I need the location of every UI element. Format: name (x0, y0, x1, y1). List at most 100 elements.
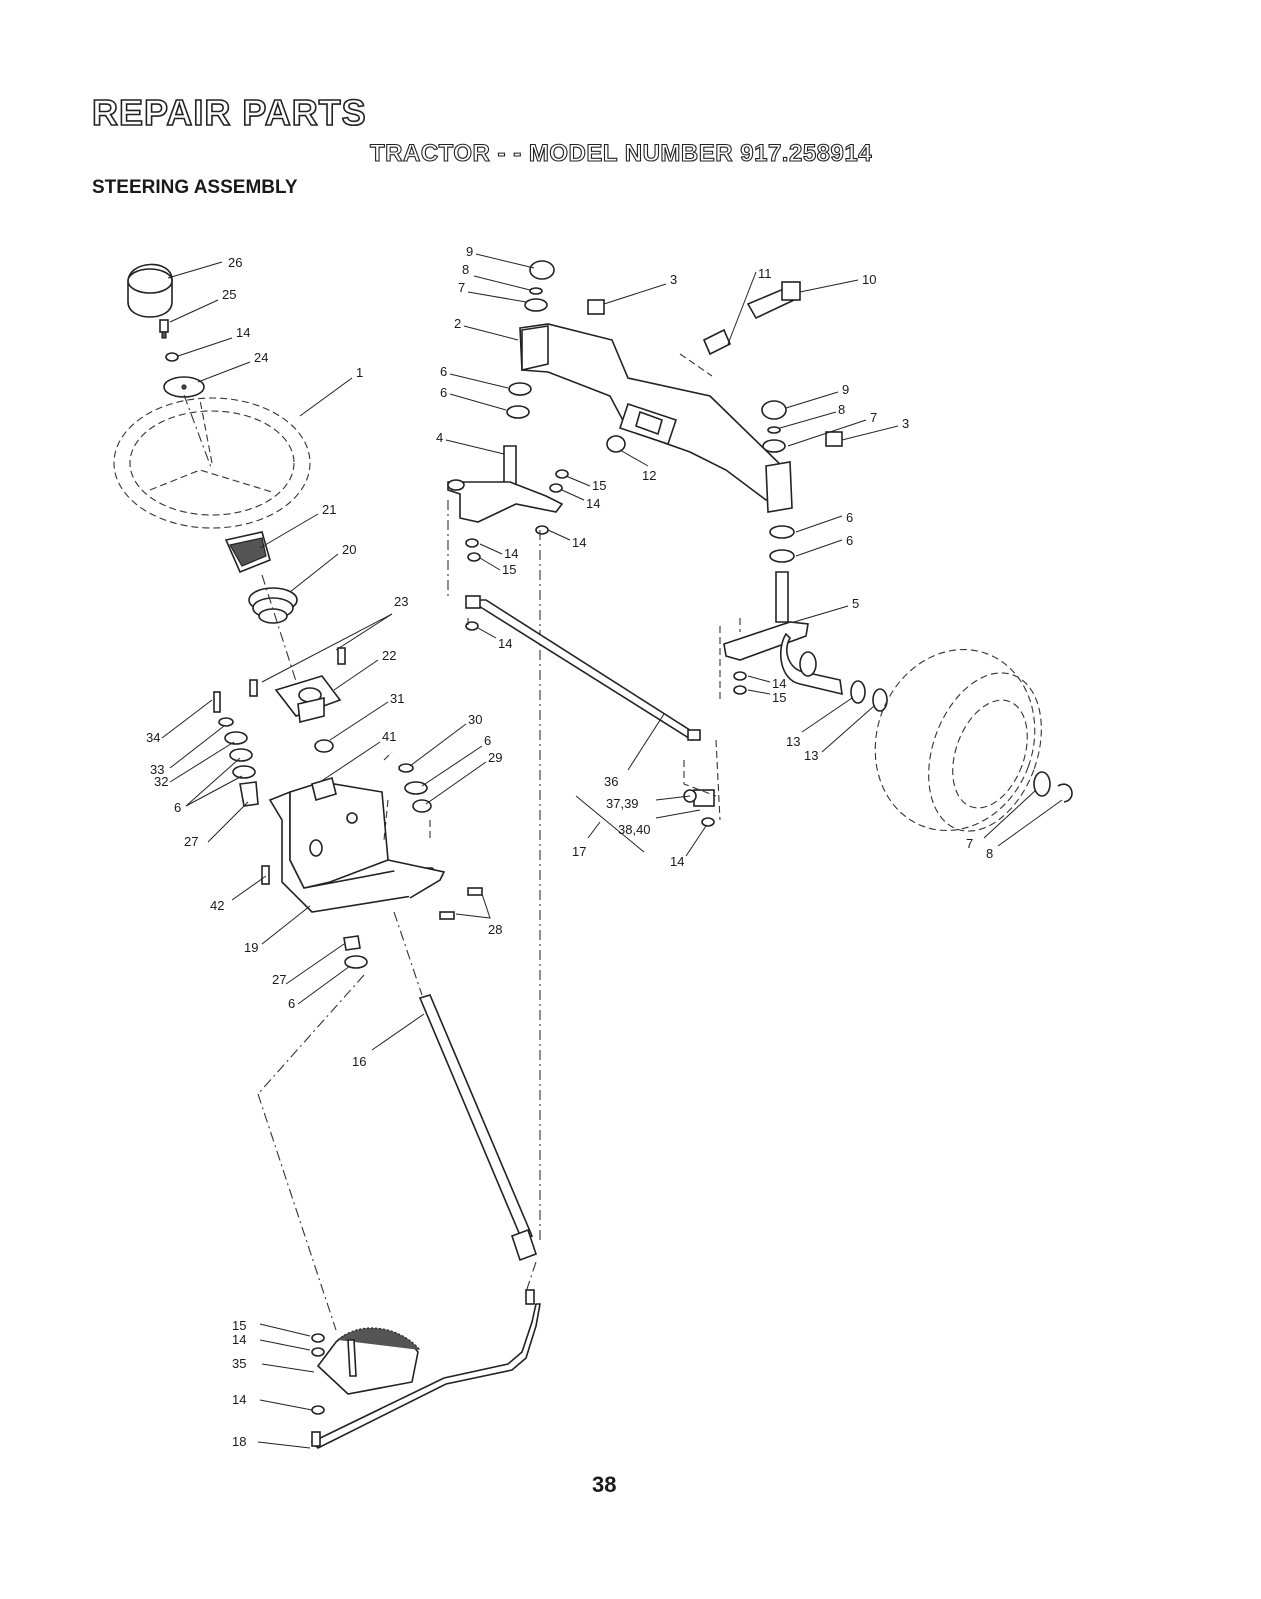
left-spindle-part (448, 446, 562, 522)
washer-part (225, 732, 247, 744)
washer-part (1034, 772, 1050, 796)
callout-22: 22 (382, 648, 396, 663)
steering-wheel-part (114, 395, 310, 528)
page-number: 38 (592, 1472, 616, 1498)
lock-washer-part (166, 353, 178, 361)
callout-8-right: 8 (838, 402, 845, 417)
callout-41: 41 (382, 729, 396, 744)
washer-part (873, 689, 887, 711)
callout-23: 23 (394, 594, 408, 609)
bolt-part (214, 692, 220, 712)
lock-washer-part (702, 818, 714, 826)
bushing-part (230, 749, 252, 761)
callout-30: 30 (468, 712, 482, 727)
nut-part (607, 436, 625, 452)
callout-37-39: 37,39 (606, 796, 639, 811)
bolt-part (338, 648, 345, 664)
lock-washer-part (312, 1406, 324, 1414)
sector-gear-part (318, 1328, 420, 1394)
callout-14-tierod: 14 (498, 636, 512, 651)
tie-rod-part (466, 596, 700, 740)
callout-7-right: 7 (870, 410, 877, 425)
bushing-cone-part (249, 588, 297, 623)
callout-6-left: 6 (174, 800, 181, 815)
callout-42: 42 (210, 898, 224, 913)
column-flange-part (276, 676, 340, 722)
callout-6-upper: 6 (440, 364, 447, 379)
bushing-part (233, 766, 255, 778)
callout-12: 12 (642, 468, 656, 483)
lock-washer-part (536, 526, 548, 534)
callout-2: 2 (454, 316, 461, 331)
callout-31: 31 (390, 691, 404, 706)
washer-part (345, 956, 367, 968)
callout-13-a: 13 (786, 734, 800, 749)
callout-16: 16 (352, 1054, 366, 1069)
steering-adapter-part (226, 532, 270, 572)
callout-14-tierod-end: 14 (670, 854, 684, 869)
lock-washer-part (550, 484, 562, 492)
callout-15-sector: 15 (232, 1318, 246, 1333)
callout-26: 26 (228, 255, 242, 270)
callout-36: 36 (604, 774, 618, 789)
pivot-bolt-part (748, 282, 800, 318)
callout-14-sector: 14 (232, 1332, 246, 1347)
axle-boss-part (766, 462, 792, 512)
callout-15-left-spindle: 15 (502, 562, 516, 577)
callout-13-b: 13 (804, 748, 818, 763)
cap-part (530, 261, 554, 279)
callout-25: 25 (222, 287, 236, 302)
callout-11: 11 (758, 266, 772, 281)
callout-15-right: 15 (772, 690, 786, 705)
washer-part (405, 782, 427, 794)
callout-9-left: 9 (466, 244, 473, 259)
washer-hole-part (182, 385, 186, 389)
callout-19: 19 (244, 940, 258, 955)
callout-14-center: 14 (586, 496, 600, 511)
callout-7-wheel: 7 (966, 836, 973, 851)
bolt-part (826, 432, 842, 446)
clip-part (768, 427, 780, 433)
callout-14: 14 (236, 325, 250, 340)
callout-10: 10 (862, 272, 876, 287)
callout-24: 24 (254, 350, 268, 365)
nut-part (734, 686, 746, 694)
callout-18: 18 (232, 1434, 246, 1449)
ball-joint-part (526, 1290, 534, 1304)
callout-3-right: 3 (902, 416, 909, 431)
ball-joint-part (312, 1432, 320, 1446)
callout-32: 32 (154, 774, 168, 789)
callout-9-right: 9 (842, 382, 849, 397)
clip-part (530, 288, 542, 294)
callout-29: 29 (488, 750, 502, 765)
callout-21: 21 (322, 502, 336, 517)
steering-shaft-part (394, 912, 536, 1260)
callout-labels: 26 25 14 24 1 21 20 23 22 31 34 33 32 6 … (146, 244, 993, 1449)
nut-part (468, 553, 480, 561)
callout-17: 17 (572, 844, 586, 859)
tie-rod-end-part (684, 790, 714, 806)
bearing-part (770, 526, 794, 538)
front-wheel-part (850, 627, 1062, 853)
callout-14-left-spindle: 14 (504, 546, 518, 561)
bearing-part (770, 550, 794, 562)
lock-washer-part (466, 539, 478, 547)
steering-bracket-part (270, 778, 444, 912)
bolt-part (588, 300, 604, 314)
callout-34: 34 (146, 730, 160, 745)
callout-28: 28 (488, 922, 502, 937)
callout-27-lower: 27 (272, 972, 286, 987)
spacer-part (704, 330, 730, 354)
washer-part (851, 681, 865, 703)
bushing-sleeve-part (240, 782, 258, 806)
callout-6-lower: 6 (288, 996, 295, 1011)
callout-35: 35 (232, 1356, 246, 1371)
steering-cap-part (128, 264, 172, 317)
bolt-part (262, 866, 269, 884)
callout-8-wheel: 8 (986, 846, 993, 861)
bolt-part (440, 912, 454, 919)
callout-6-right-b: 6 (846, 533, 853, 548)
callout-1: 1 (356, 365, 363, 380)
